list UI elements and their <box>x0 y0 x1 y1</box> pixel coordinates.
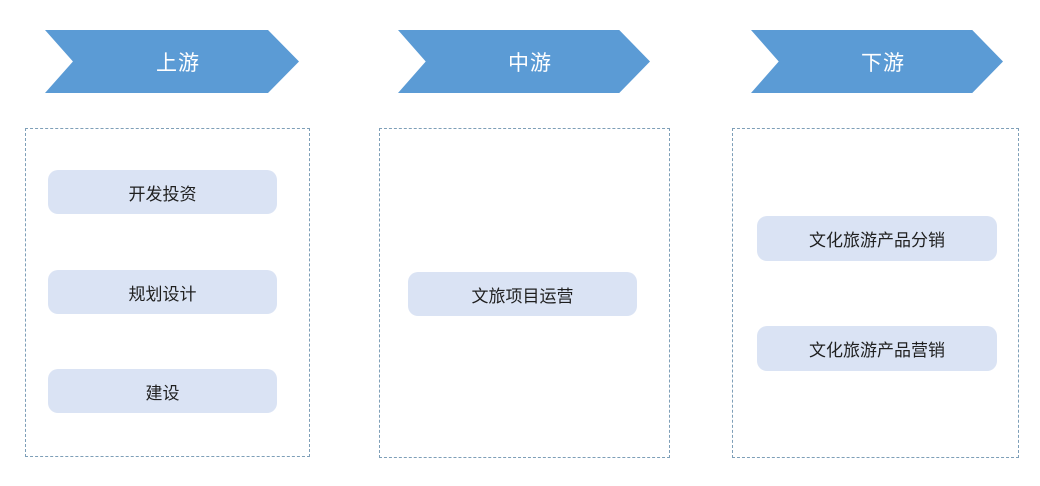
item-label: 建设 <box>145 383 180 403</box>
item-label: 文化旅游产品分销 <box>809 231 945 250</box>
item-product-distribution: 文化旅游产品分销 <box>757 216 997 261</box>
item-project-operation: 文旅项目运营 <box>408 272 637 316</box>
item-development-investment: 开发投资 <box>48 170 277 214</box>
item-planning-design: 规划设计 <box>48 270 277 314</box>
stage-container-downstream <box>732 128 1019 458</box>
stage-container-upstream <box>25 128 310 457</box>
item-label: 文旅项目运营 <box>471 286 574 306</box>
stage-arrow-downstream-label: 下游 <box>861 51 905 75</box>
item-label: 文化旅游产品营销 <box>809 341 945 360</box>
stage-arrow-upstream: 上游 <box>45 30 299 93</box>
item-label: 开发投资 <box>128 184 197 204</box>
stage-arrow-midstream-label: 中游 <box>508 51 552 75</box>
stage-container-midstream <box>379 128 670 458</box>
stage-arrow-upstream-label: 上游 <box>156 51 200 75</box>
item-product-marketing: 文化旅游产品营销 <box>757 326 997 371</box>
stage-arrow-midstream: 中游 <box>398 30 650 93</box>
item-construction: 建设 <box>48 369 277 413</box>
stage-arrow-downstream: 下游 <box>751 30 1003 93</box>
item-label: 规划设计 <box>128 284 197 304</box>
